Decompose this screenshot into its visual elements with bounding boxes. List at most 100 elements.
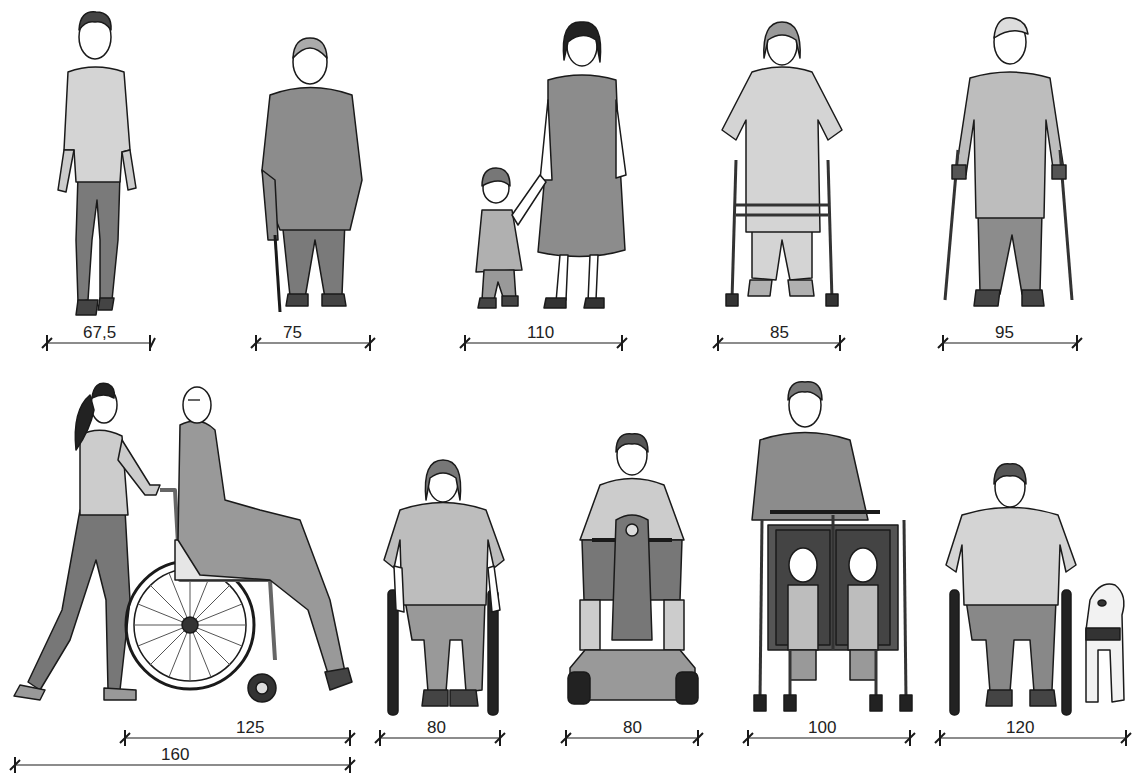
- woman-with-walker-part-part: [828, 160, 832, 300]
- twin-stroller-with-parent-part: [752, 433, 868, 521]
- dimension-label: 125: [236, 718, 264, 738]
- adult-with-child-part: [540, 100, 552, 180]
- attendant-pushing-wheelchair-part: [256, 682, 268, 694]
- man-with-cane-part: [262, 170, 278, 240]
- dimension-lines-part: [380, 737, 500, 738]
- man-with-crutches-part: [978, 212, 1042, 294]
- woman-with-walker-part: [788, 280, 814, 296]
- woman-with-walker-part: [732, 160, 832, 300]
- attendant-pushing-wheelchair-part-part: [150, 585, 230, 665]
- dimension-lines-part: [256, 342, 370, 343]
- adult-with-child-part: [544, 298, 566, 308]
- wheelchair-user-with-guide-dog-part: [1086, 628, 1120, 640]
- attendant-pushing-wheelchair-part: [118, 440, 160, 495]
- dimension-label: 95: [995, 323, 1014, 343]
- woman-with-walker-part-part: [732, 160, 736, 300]
- dimension-label: 120: [1006, 718, 1034, 738]
- attendant-pushing-wheelchair-part: [28, 510, 130, 690]
- dimension-label: 85: [770, 323, 789, 343]
- man-with-cane-part: [275, 235, 280, 312]
- woman-with-walker-part: [722, 67, 842, 232]
- wheelchair-user-with-guide-dog-part: [946, 508, 1076, 606]
- twin-stroller-with-parent-part: [849, 548, 877, 582]
- mobility-scooter-user-part: [580, 479, 684, 541]
- man-with-crutches-part: [1022, 290, 1044, 306]
- man-with-crutches-part: [952, 165, 966, 179]
- man-with-crutches-part: [974, 290, 1000, 306]
- wheelchair-user-with-guide-dog-part: [1098, 600, 1106, 606]
- woman-with-walker-part: [826, 294, 838, 306]
- dimension-label: 80: [427, 718, 446, 738]
- twin-stroller-with-parent-part-part: [875, 650, 878, 700]
- wheelchair-user-part: [394, 566, 404, 612]
- dimension-lines-part: [940, 737, 1126, 738]
- walking-man-part: [76, 175, 120, 302]
- wheelchair-user-with-guide-dog-part: [1030, 690, 1056, 706]
- woman-with-walker-part: [726, 294, 738, 306]
- woman-with-walker-part: [748, 280, 772, 296]
- man-with-cane-part: [282, 220, 345, 298]
- attendant-pushing-wheelchair-part: [325, 668, 352, 690]
- attendant-pushing-wheelchair-part-part: [150, 585, 230, 665]
- wheelchair-user-part: [450, 690, 478, 706]
- walking-man-part: [58, 150, 74, 192]
- adult-with-child-part: [563, 22, 600, 62]
- adult-with-child-part: [478, 298, 496, 308]
- dimension-label: 67,5: [83, 323, 116, 343]
- wheelchair-user-part: [488, 566, 500, 612]
- man-with-crutches-part: [945, 150, 1072, 300]
- attendant-pushing-wheelchair-part: [188, 399, 200, 401]
- dimension-label: 75: [283, 323, 302, 343]
- twin-stroller-with-parent: [752, 382, 912, 711]
- twin-stroller-with-parent-part: [900, 695, 912, 711]
- mobility-scooter-user: [568, 434, 698, 704]
- twin-stroller-with-parent-part: [788, 382, 822, 400]
- attendant-pushing-wheelchair-part-part: [138, 604, 242, 646]
- twin-stroller-with-parent-part: [784, 695, 796, 711]
- man-with-crutches-part: [1052, 165, 1066, 179]
- wheelchair-user-with-guide-dog-part: [1062, 590, 1071, 715]
- walking-man-part: [64, 67, 130, 182]
- adult-with-child-part: [556, 255, 568, 302]
- attendant-pushing-wheelchair-part: [134, 569, 246, 681]
- twin-stroller-with-parent-part: [870, 695, 882, 711]
- dimension-lines-part: [125, 737, 350, 738]
- wheelchair-user-part: [422, 690, 448, 706]
- attendant-pushing-wheelchair-part: [134, 569, 246, 681]
- attendant-pushing-wheelchair-part: [14, 685, 45, 700]
- walking-man-part: [98, 298, 114, 310]
- twin-stroller-with-parent-part: [788, 585, 818, 650]
- adult-with-child-part: [502, 296, 518, 306]
- wheelchair-user-with-guide-dog: [946, 464, 1124, 715]
- dimension-label: 80: [623, 718, 642, 738]
- twin-stroller-with-parent-part: [754, 695, 766, 711]
- woman-with-walker-part: [764, 22, 800, 58]
- attendant-pushing-wheelchair: [14, 383, 352, 702]
- wheelchair-user-with-guide-dog-part: [966, 600, 1056, 692]
- attendant-pushing-wheelchair-part: [248, 674, 276, 702]
- attendant-pushing-wheelchair-part-part: [169, 573, 211, 677]
- wheelchair-user-part: [405, 600, 485, 692]
- twin-stroller-with-parent-part: [848, 585, 878, 650]
- twin-stroller-with-parent-part: [850, 650, 876, 680]
- twin-stroller-with-parent-part: [789, 548, 817, 582]
- woman-with-walker: [722, 22, 842, 306]
- twin-stroller-with-parent-part-part: [789, 650, 792, 700]
- mobility-scooter-user-part: [626, 524, 638, 536]
- wheelchair-user: [384, 460, 504, 715]
- twin-stroller-with-parent-part-part: [904, 520, 906, 700]
- mobility-scooter-user-part: [612, 515, 652, 640]
- adult-with-child-part: [538, 75, 625, 257]
- dimension-lines-part: [465, 342, 622, 343]
- dimension-lines-part: [10, 335, 1131, 773]
- wheelchair-user-part: [425, 460, 460, 500]
- dimension-lines: [10, 335, 1131, 773]
- attendant-pushing-wheelchair-part: [75, 395, 94, 450]
- walking-man-part: [122, 150, 136, 190]
- walking-man: [58, 12, 136, 315]
- man-with-cane-part: [286, 294, 308, 306]
- adult-with-child-part: [512, 175, 546, 225]
- dimension-lines-part: [15, 764, 350, 765]
- twin-stroller-with-parent-part: [770, 510, 880, 514]
- attendant-pushing-wheelchair-part: [182, 617, 198, 633]
